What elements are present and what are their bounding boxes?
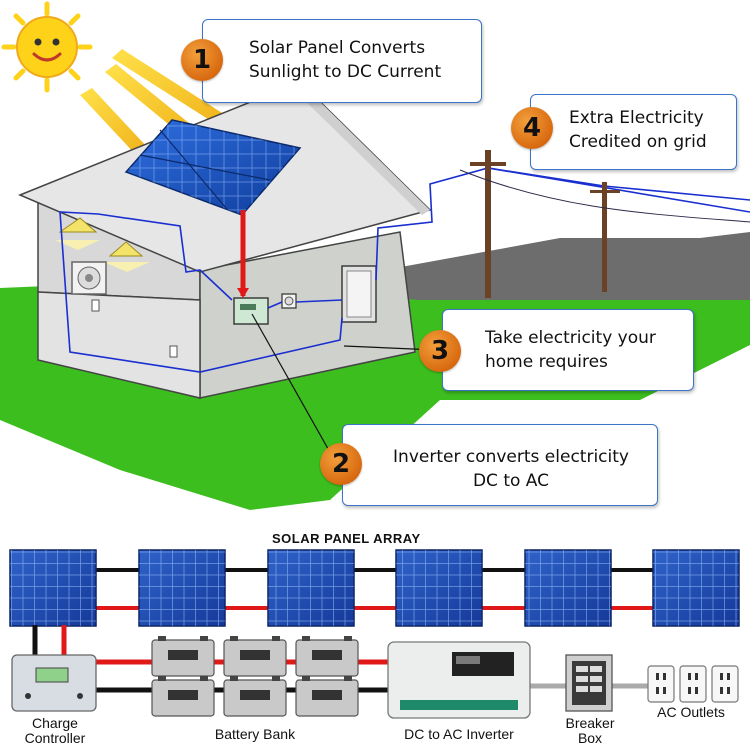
battery-icon bbox=[151, 676, 215, 717]
ceiling-lamp-icon bbox=[104, 241, 150, 272]
inverter-icon bbox=[233, 297, 269, 325]
charge-controller-label: Charge Controller bbox=[10, 716, 100, 746]
solar-panel-icon bbox=[524, 549, 612, 627]
battery-icon bbox=[295, 676, 359, 717]
hill bbox=[330, 232, 750, 300]
callout-3-line2: home requires bbox=[485, 352, 608, 372]
step-2-badge: 2 bbox=[320, 443, 362, 485]
ac-outlets-label: AC Outlets bbox=[657, 704, 725, 720]
callout-2: Inverter converts electricity DC to AC bbox=[342, 424, 658, 506]
breaker-box-label-line1: Breaker bbox=[565, 715, 615, 731]
breaker-box-label: Breaker Box bbox=[550, 716, 630, 746]
battery-bank-label: Battery Bank bbox=[214, 726, 296, 742]
callout-4-line1: Extra Electricity bbox=[569, 108, 704, 128]
roof-edge bbox=[296, 82, 430, 215]
ac-outlet-icon bbox=[647, 665, 675, 703]
battery-icon bbox=[223, 636, 287, 677]
wall-socket-icon bbox=[169, 345, 178, 358]
sunbeam bbox=[80, 88, 148, 155]
solar-panel-icon bbox=[9, 549, 97, 627]
callout-2-line2: DC to AC bbox=[472, 471, 550, 491]
meter-icon bbox=[281, 293, 297, 309]
dc-to-ac-inverter-icon bbox=[387, 641, 531, 719]
charge-controller-icon bbox=[11, 654, 97, 712]
ceiling-lamp-icon bbox=[55, 217, 100, 250]
breaker-box-icon bbox=[565, 654, 613, 712]
wall-socket-icon bbox=[91, 299, 100, 312]
callout-3: Take electricity your home requires bbox=[442, 309, 694, 391]
dc-wire-arrow bbox=[237, 288, 249, 298]
battery-icon bbox=[295, 636, 359, 677]
callout-1: Solar Panel Converts Sunlight to DC Curr… bbox=[202, 19, 482, 103]
callout-4: Extra Electricity Credited on grid bbox=[530, 94, 737, 170]
power-line bbox=[459, 169, 750, 223]
solar-panel-icon bbox=[395, 549, 483, 627]
callout-3-line1: Take electricity your bbox=[485, 328, 656, 348]
utility-pole-icon bbox=[470, 150, 506, 298]
callout-1-line1: Solar Panel Converts bbox=[249, 38, 426, 58]
callout-2-line1: Inverter converts electricity bbox=[393, 447, 629, 467]
step-1-badge: 1 bbox=[181, 39, 223, 81]
step-3-badge: 3 bbox=[419, 330, 461, 372]
array-title: SOLAR PANEL ARRAY bbox=[272, 531, 421, 546]
charge-controller-label-line1: Charge bbox=[32, 715, 78, 731]
solar-panel-icon bbox=[652, 549, 740, 627]
inverter-label: DC to AC Inverter bbox=[404, 726, 514, 742]
air-conditioner-icon bbox=[71, 261, 107, 295]
charge-controller-label-line2: Controller bbox=[24, 730, 86, 746]
solar-panel-icon bbox=[138, 549, 226, 627]
callout-1-line2: Sunlight to DC Current bbox=[249, 62, 442, 82]
battery-icon bbox=[223, 676, 287, 717]
utility-pole-icon bbox=[590, 182, 620, 292]
step-4-badge: 4 bbox=[511, 107, 553, 149]
sunbeam bbox=[112, 49, 230, 128]
battery-icon bbox=[151, 636, 215, 677]
house-interior bbox=[37, 291, 201, 399]
sun-icon bbox=[1, 1, 93, 93]
ac-outlet-icon bbox=[679, 665, 707, 703]
callout-4-line2: Credited on grid bbox=[569, 132, 707, 152]
array-wiring bbox=[95, 568, 660, 610]
ac-outlet-icon bbox=[711, 665, 739, 703]
callout-2-pointer bbox=[251, 313, 341, 471]
breaker-box-label-line2: Box bbox=[577, 730, 603, 746]
breaker-panel-icon bbox=[341, 265, 377, 323]
solar-panel-icon bbox=[267, 549, 355, 627]
roof-solar-panel bbox=[124, 119, 302, 216]
